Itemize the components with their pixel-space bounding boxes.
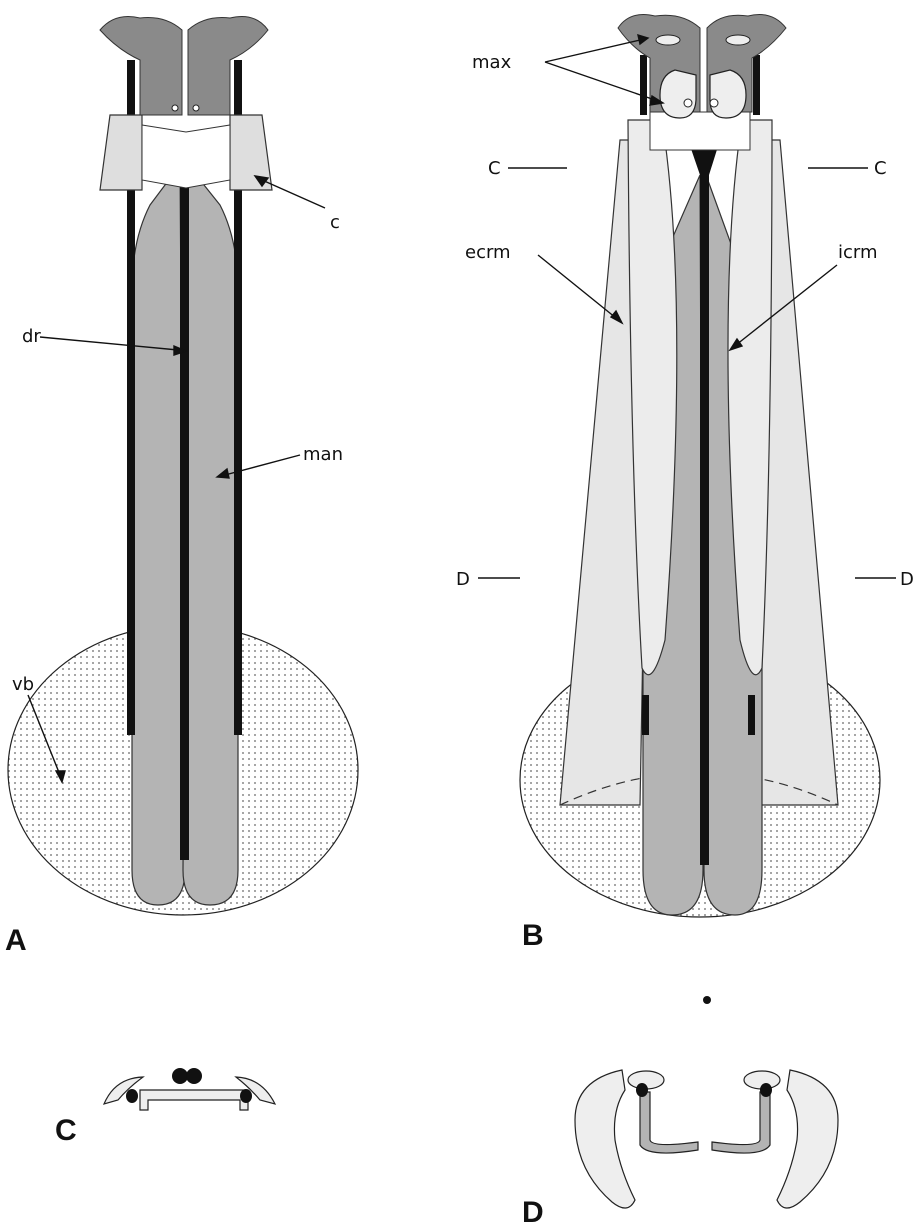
mandible-right-a — [183, 165, 238, 905]
label-c-left: C — [488, 158, 501, 179]
mandible-left-a — [132, 165, 185, 905]
label-man: man — [303, 444, 343, 465]
d-node-left — [636, 1083, 648, 1097]
panel-label-d: D — [522, 1196, 544, 1228]
rod-top-right-b — [753, 55, 760, 115]
panel-c-drawing — [104, 1068, 275, 1110]
panel-label-b: B — [522, 919, 544, 952]
head-left-a — [100, 17, 182, 116]
maxilla-right — [710, 70, 746, 118]
label-d-right: D — [900, 569, 914, 590]
c-section-body — [140, 1090, 248, 1110]
label-dr: dr — [22, 326, 41, 347]
d-inner-left — [640, 1092, 698, 1153]
panel-b-drawing — [520, 15, 880, 918]
panel-d-drawing — [575, 996, 838, 1208]
c-duct-left — [172, 1068, 188, 1084]
max-lobe-right — [726, 35, 750, 45]
pore-right-a — [193, 105, 199, 111]
central-duct-b — [700, 150, 709, 865]
c-wing-left — [104, 1077, 143, 1104]
pore-left-a — [172, 105, 178, 111]
label-c-a: c — [330, 212, 340, 233]
cardo-left-a — [100, 115, 142, 190]
cardo-bridge-a — [142, 125, 230, 188]
d-inner-right — [712, 1092, 770, 1153]
c-duct-right — [186, 1068, 202, 1084]
label-c-right: C — [874, 158, 887, 179]
label-max: max — [472, 52, 512, 73]
panel-label-c: C — [55, 1114, 77, 1147]
head-right-a — [188, 17, 268, 116]
maxilla-left — [660, 70, 696, 118]
label-icrm: icrm — [838, 242, 878, 263]
panel-label-a: A — [5, 924, 27, 957]
d-node-right — [760, 1083, 772, 1097]
pore-right-b — [710, 99, 718, 107]
label-d-left: D — [456, 569, 470, 590]
label-ecrm: ecrm — [465, 242, 511, 263]
d-dot — [703, 996, 711, 1004]
d-outer-right — [777, 1070, 838, 1208]
cardo-bridge-b — [650, 112, 750, 150]
central-duct-a — [180, 150, 189, 860]
c-node-left — [126, 1089, 138, 1103]
label-vb: vb — [12, 674, 34, 695]
c-node-right — [240, 1089, 252, 1103]
rod-top-left-b — [640, 55, 647, 115]
pore-left-b — [684, 99, 692, 107]
rod-end-right-b — [748, 695, 755, 735]
max-lobe-left — [656, 35, 680, 45]
rod-end-left-b — [642, 695, 649, 735]
d-outer-left — [575, 1070, 635, 1208]
